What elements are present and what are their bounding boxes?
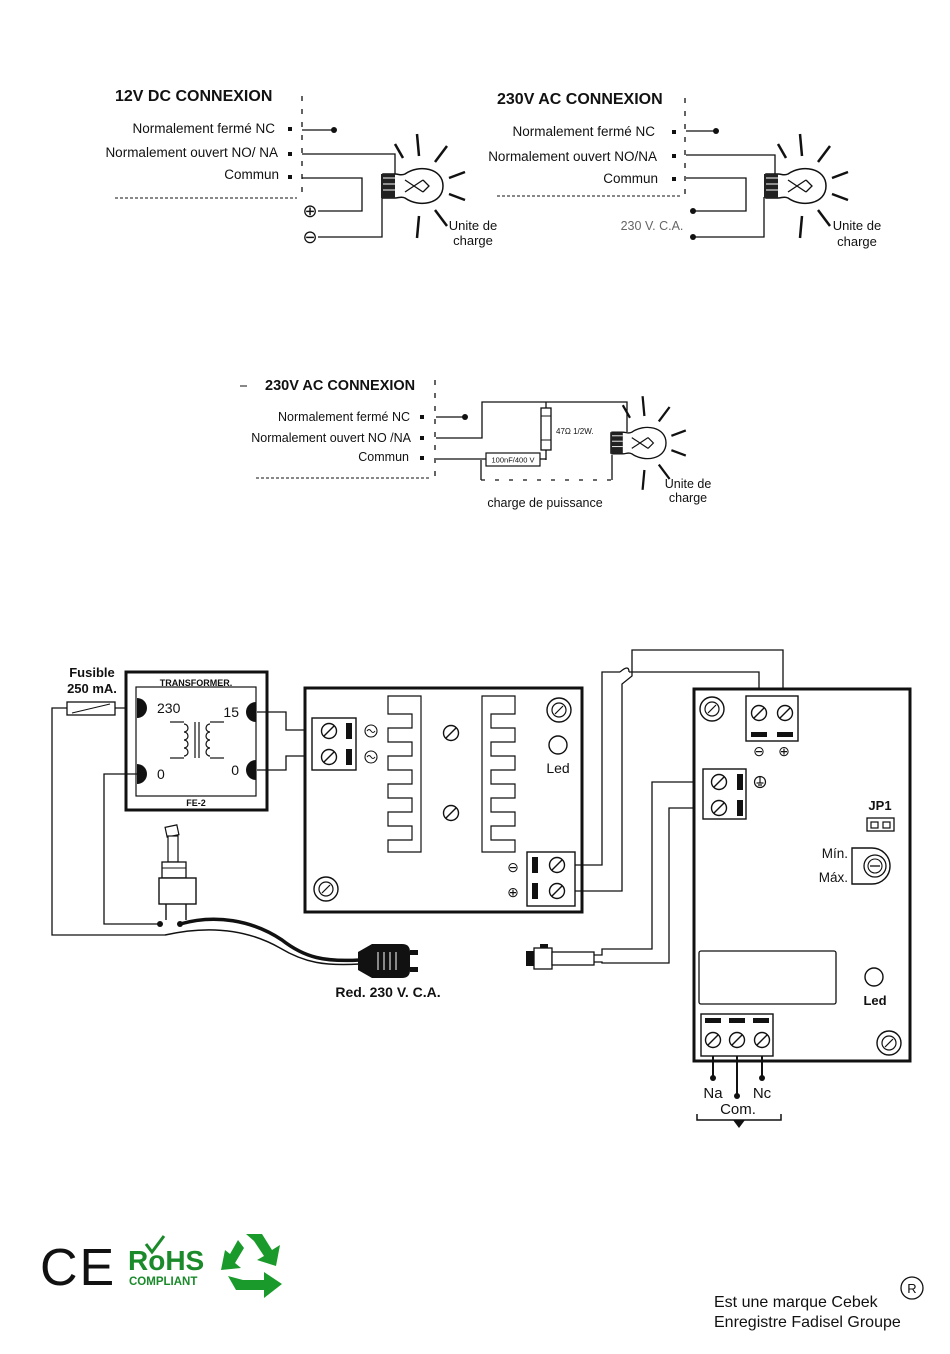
ac2-title: 230V AC CONNEXION (265, 378, 415, 394)
recycle-icon (221, 1234, 282, 1298)
svg-text:⊕: ⊕ (507, 884, 519, 900)
module-led-label: Led (863, 993, 886, 1008)
rohs-compliant: COMPLIANT (129, 1276, 197, 1288)
ac1-load-line1: Unite de (833, 218, 881, 233)
dc-title: 12V DC CONNEXION (115, 88, 272, 105)
module-led-icon (864, 967, 884, 987)
ac2-load-line2: charge (669, 491, 707, 505)
ac1-no-label: Normalement ouvert NO/NA (488, 149, 657, 164)
ac1-supply-label: 230 V. C.A. (621, 219, 684, 233)
ac2-load-line1: Unite de (665, 477, 712, 491)
ac2-common-label: Commun (358, 450, 409, 464)
registered-mark-icon (900, 1276, 924, 1300)
com-label: Com. (720, 1101, 756, 1118)
mains-label: Red. 230 V. C.A. (335, 984, 440, 1000)
wiring-diagram: Fusible 250 mA. TRANSFORMER. FE-2 230 0 … (51, 649, 912, 1128)
ac-connection-diagram-1: 230V AC CONNEXION Normalement fermé NC N… (488, 91, 881, 249)
svg-text:⊖: ⊖ (507, 859, 519, 875)
brand-line-2: Enregistre Fadisel Groupe (714, 1314, 901, 1331)
dc-no-label: Normalement ouvert NO/ NA (105, 145, 278, 160)
relay-component (698, 950, 837, 1005)
transformer-model: FE-2 (186, 798, 206, 808)
ac1-nc-label: Normalement fermé NC (512, 124, 655, 139)
primary-zero-label: 0 (157, 766, 165, 782)
secondary-label: 15 (223, 704, 239, 720)
rohs-logo: RoHS COMPLIANT (128, 1235, 204, 1288)
resistor-symbol (540, 407, 552, 451)
ac-connection-diagram-2: 230V AC CONNEXION Normalement fermé NC N… (240, 378, 711, 510)
na-label: Na (703, 1085, 723, 1102)
dc-minus-symbol: ⊖ (302, 227, 317, 247)
ac-input-symbols-icon (364, 724, 378, 764)
max-label: Máx. (819, 870, 848, 885)
min-label: Mín. (822, 846, 848, 861)
power-switch-icon (157, 824, 197, 927)
ce-mark: CE (40, 1239, 116, 1297)
ac2-no-label: Normalement ouvert NO /NA (251, 431, 411, 445)
dc-nc-label: Normalement fermé NC (132, 121, 275, 136)
ac1-title: 230V AC CONNEXION (497, 91, 663, 108)
transformer-title: TRANSFORMER. (160, 678, 233, 688)
ac1-common-label: Commun (603, 171, 658, 186)
brand-line-1: Est une marque Cebek (714, 1294, 879, 1311)
dc-load-line1: Unite de (449, 218, 497, 233)
ac1-load-line2: charge (837, 234, 877, 249)
ac2-bulb-icon (609, 395, 687, 491)
ground-icon (753, 775, 767, 789)
fuse-label-line1: Fusible (69, 665, 115, 680)
sensitivity-potentiometer[interactable] (851, 847, 891, 885)
fuse-label-line2: 250 mA. (67, 681, 117, 696)
led-probe-icon (526, 944, 595, 970)
dc-plus-symbol: ⊕ (302, 201, 317, 221)
rohs-text: RoHS (128, 1245, 204, 1276)
jp1-label: JP1 (868, 798, 891, 813)
capacitor-label: 100nF/400 V (492, 456, 535, 465)
resistor-label: 47Ω 1/2W. (556, 427, 594, 436)
secondary-zero-label: 0 (231, 762, 239, 778)
dc-common-label: Commun (224, 167, 279, 182)
power-load-label: charge de puissance (487, 496, 602, 510)
svg-text:⊖: ⊖ (753, 743, 765, 759)
heatsink (387, 695, 516, 853)
primary-label: 230 (157, 700, 181, 716)
svg-text:⊕: ⊕ (778, 743, 790, 759)
mains-plug-icon (358, 944, 418, 978)
mount-hole-icon (546, 697, 572, 723)
mount-hole-icon (876, 1030, 902, 1056)
mount-hole-icon (313, 876, 339, 902)
nc-label: Nc (753, 1085, 772, 1102)
footer: CE RoHS COMPLIANT Est une marque Cebek E… (40, 1234, 924, 1331)
transformer-coil-icon (170, 721, 224, 759)
dc-connection-diagram: 12V DC CONNEXION Normalement fermé NC No… (105, 88, 497, 248)
mount-hole-icon (699, 696, 725, 722)
psu-led-label: Led (546, 760, 569, 776)
psu-led-icon (548, 735, 568, 755)
registered-mark: R (907, 1281, 916, 1296)
ac2-nc-label: Normalement fermé NC (278, 410, 410, 424)
dc-load-line2: charge (453, 233, 493, 248)
